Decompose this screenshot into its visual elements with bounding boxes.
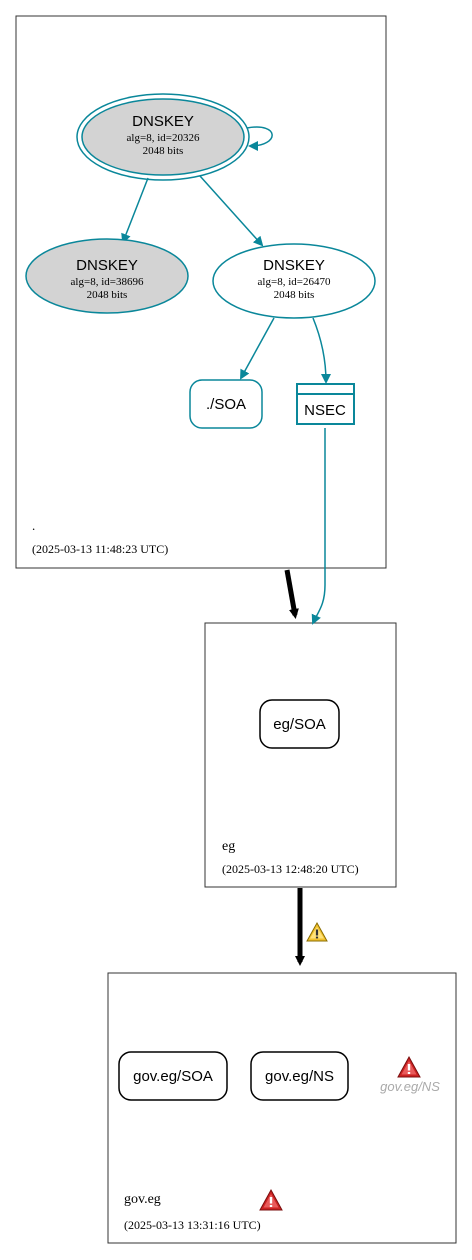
node-goveg-ns-box — [250, 1051, 349, 1101]
node-goveg-soa-label: gov.eg/SOA — [133, 1068, 213, 1085]
node-goveg-soa[interactable]: gov.eg/SOA — [118, 1051, 228, 1101]
node-nsec[interactable]: NSEC — [296, 383, 355, 425]
zone-eg-box — [204, 622, 397, 888]
node-dnskey-38696-line1: alg=8, id=38696 — [71, 276, 144, 288]
node-dnskey-38696-title: DNSKEY — [76, 257, 138, 274]
zone-root-box — [15, 15, 387, 569]
node-dnskey-38696-line2: 2048 bits — [87, 289, 128, 301]
node-root-soa-box — [189, 379, 263, 429]
zone-goveg-name: gov.eg — [124, 1192, 161, 1207]
zone-goveg-timestamp: (2025-03-13 13:31:16 UTC) — [124, 1218, 261, 1232]
node-dnskey-26470-line2: 2048 bits — [274, 289, 315, 301]
node-eg-soa-box — [259, 699, 340, 749]
node-goveg-ns[interactable]: gov.eg/NS — [250, 1051, 349, 1101]
node-root-soa-label: ./SOA — [206, 396, 246, 413]
edge-ksk-to-38696 — [121, 177, 149, 244]
zone-eg-name: eg — [222, 839, 235, 854]
edge-root-to-eg-delegation — [284, 569, 299, 619]
node-dnskey-26470-ellipse — [212, 243, 376, 319]
node-goveg-ns-ghost[interactable]: gov.eg/NS — [380, 1055, 440, 1094]
edge-ksk-selfloop — [246, 126, 273, 151]
zone-goveg: gov.eg (2025-03-13 13:31:16 UTC) — [107, 972, 457, 1244]
node-dnskey-38696[interactable]: DNSKEY alg=8, id=38696 2048 bits — [25, 238, 189, 314]
error-icon — [397, 1055, 421, 1078]
node-dnskey-20326-title: DNSKEY — [132, 113, 194, 130]
edge-nsec-to-eg — [311, 428, 326, 625]
node-eg-soa-label: eg/SOA — [273, 716, 326, 733]
edge-zsk-to-nsec — [312, 317, 331, 384]
node-goveg-soa-box — [118, 1051, 228, 1101]
node-dnskey-26470[interactable]: DNSKEY alg=8, id=26470 2048 bits — [212, 243, 376, 319]
node-dnskey-26470-line1: alg=8, id=26470 — [258, 276, 331, 288]
edges — [121, 126, 331, 966]
node-dnskey-20326[interactable]: DNSKEY alg=8, id=20326 2048 bits — [76, 93, 250, 181]
zone-error-icon[interactable] — [259, 1188, 283, 1211]
zone-root-timestamp: (2025-03-13 11:48:23 UTC) — [32, 542, 168, 556]
edge-ksk-to-zsk — [199, 175, 264, 247]
node-goveg-ns-ghost-label: gov.eg/NS — [380, 1079, 440, 1094]
zone-eg: eg (2025-03-13 12:48:20 UTC) — [204, 622, 397, 888]
edge-zsk-to-soa — [240, 317, 275, 380]
node-dnskey-26470-title: DNSKEY — [263, 257, 325, 274]
zone-root-name: . — [32, 518, 35, 533]
node-nsec-box — [296, 383, 355, 425]
node-dnskey-20326-line1: alg=8, id=20326 — [127, 132, 200, 144]
zone-goveg-box — [107, 972, 457, 1244]
node-dnskey-38696-ellipse — [25, 238, 189, 314]
node-eg-soa[interactable]: eg/SOA — [259, 699, 340, 749]
zone-eg-timestamp: (2025-03-13 12:48:20 UTC) — [222, 862, 359, 876]
node-nsec-label: NSEC — [304, 402, 346, 419]
node-root-soa[interactable]: ./SOA — [189, 379, 263, 429]
node-dnskey-20326-line2: 2048 bits — [143, 145, 184, 157]
warning-icon[interactable] — [306, 921, 328, 942]
node-dnskey-20326-inner — [81, 98, 245, 176]
node-dnskey-20326-outer — [76, 93, 250, 181]
zone-root: . (2025-03-13 11:48:23 UTC) — [15, 15, 387, 569]
node-goveg-ns-label: gov.eg/NS — [265, 1068, 334, 1085]
